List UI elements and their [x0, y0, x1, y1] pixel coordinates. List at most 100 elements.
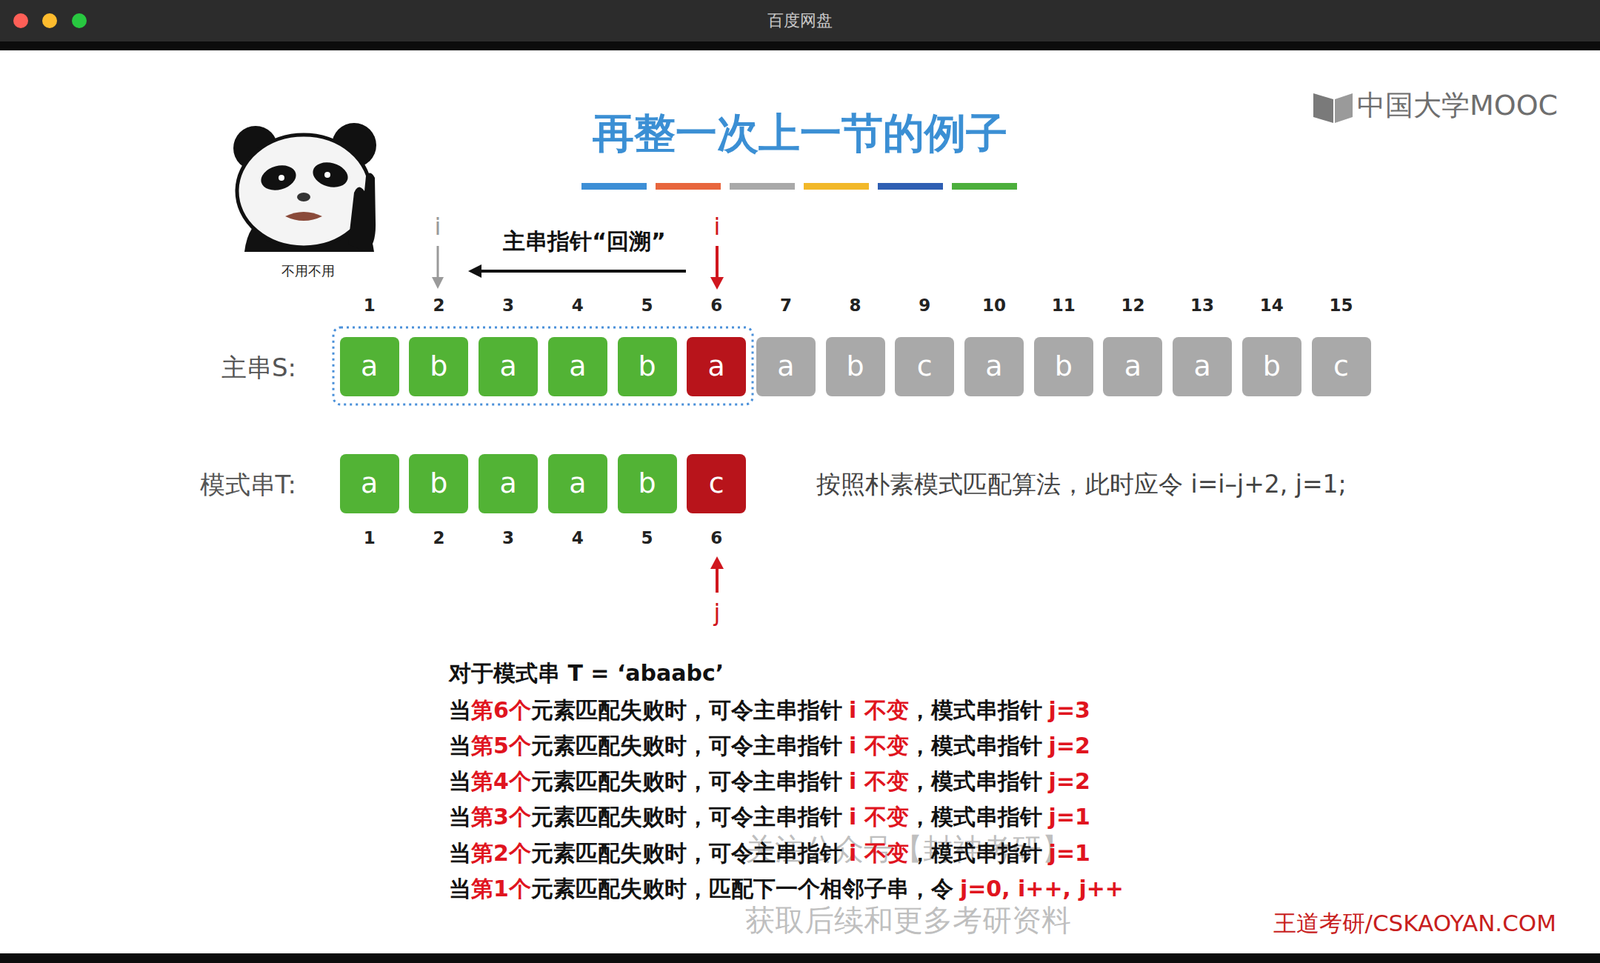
char-text: b	[637, 351, 656, 383]
logo-text: 中国大学MOOC	[1357, 88, 1558, 123]
char-text: a	[499, 351, 517, 383]
rule-text: 当	[448, 803, 472, 830]
rule-text: ，模式串指针	[908, 803, 1043, 830]
rule-text: 第5个	[471, 732, 532, 759]
rule-text: 当	[448, 732, 472, 759]
rule-text: i 不变	[848, 840, 909, 866]
char-text: c	[917, 351, 933, 383]
zoom-button	[71, 13, 87, 29]
pointer-label: i	[714, 212, 721, 241]
rule-text: 当	[448, 697, 472, 723]
char-box: b	[1034, 337, 1094, 397]
char-box: c	[1311, 337, 1372, 397]
rule-heading: 对于模式串 T = ‘abaabc’	[448, 660, 724, 687]
char-box: a	[1102, 337, 1163, 397]
title-underline-bars	[581, 182, 1018, 190]
char-text: a	[985, 351, 1003, 383]
pointer-arrow	[431, 245, 444, 289]
char-text: b	[846, 351, 865, 383]
rule-text: 元素匹配失败时，匹配下一个相邻子串，令	[531, 875, 954, 902]
pointer-label: j	[714, 598, 721, 627]
window-title: 百度网盘	[767, 11, 833, 31]
watermark: 获取后续和更多考研资料	[745, 902, 1072, 938]
rule-text: i 不变	[848, 803, 909, 830]
char-box: a	[478, 337, 538, 397]
char-text: a	[360, 351, 378, 383]
rule-text: 第1个	[471, 875, 532, 902]
char-box: b	[408, 454, 469, 514]
rule-line: 当第1个元素匹配失败时，匹配下一个相邻子串，令j=0, i++, j++	[448, 875, 1124, 903]
char-text: b	[1054, 351, 1073, 383]
char-box: a	[964, 337, 1024, 397]
row-label: 主串S:	[221, 352, 297, 383]
pointer-arrow	[710, 245, 724, 290]
logo-icon	[1313, 93, 1353, 123]
index-number: 4	[571, 528, 584, 549]
row-label: 模式串T:	[200, 469, 298, 500]
index-number: 10	[982, 295, 1006, 317]
note-text: 按照朴素模式匹配算法，此时应令 i=i–j+2, j=1;	[816, 469, 1347, 500]
index-number: 7	[780, 295, 792, 317]
char-box: b	[617, 337, 678, 397]
rule-text: i 不变	[848, 697, 909, 723]
char-box: a	[340, 337, 400, 397]
char-text: a	[1193, 351, 1211, 383]
index-number: 3	[502, 295, 515, 317]
rule-text: 第4个	[471, 768, 532, 795]
index-number: 1	[363, 295, 376, 317]
char-text: a	[568, 351, 586, 383]
minimize-button	[42, 13, 58, 29]
rule-text: j=0, i++, j++	[960, 875, 1124, 902]
rule-text: ，模式串指针	[908, 732, 1043, 759]
rule-text: ，模式串指针	[908, 768, 1043, 795]
rule-text: ，模式串指针	[908, 697, 1043, 723]
index-number: 6	[710, 295, 723, 317]
backtrack-arrow	[468, 264, 686, 278]
rule-line: 当第6个元素匹配失败时，可令主串指针i 不变，模式串指针j=3	[448, 697, 1091, 724]
char-box: a	[686, 337, 746, 397]
char-text: a	[360, 468, 378, 500]
char-box: b	[825, 337, 886, 397]
char-box: a	[1172, 337, 1232, 397]
index-number: 13	[1190, 295, 1215, 317]
rule-text: i 不变	[848, 732, 909, 759]
rule-line: 当第5个元素匹配失败时，可令主串指针i 不变，模式串指针j=2	[448, 732, 1091, 760]
index-number: 8	[849, 295, 862, 317]
rule-text: 元素匹配失败时，可令主串指针	[531, 840, 843, 866]
rule-text: j=2	[1048, 732, 1091, 759]
index-number: 9	[918, 295, 931, 317]
char-text: b	[1262, 351, 1281, 383]
index-number: 6	[710, 528, 723, 549]
char-text: a	[708, 351, 726, 383]
index-number: 3	[502, 528, 515, 549]
pointer-label: i	[434, 212, 442, 241]
char-box: a	[478, 454, 538, 514]
char-box: a	[756, 337, 816, 397]
rule-line: 当第2个元素匹配失败时，可令主串指针i 不变，模式串指针j=1	[448, 840, 1091, 867]
slide-title: 再整一次上一节的例子	[592, 108, 1008, 158]
matched-region	[333, 327, 753, 405]
rule-text: 元素匹配失败时，可令主串指针	[531, 697, 843, 723]
char-text: a	[1124, 351, 1142, 383]
index-number: 2	[432, 528, 445, 549]
rule-text: i 不变	[848, 768, 909, 795]
index-number: 1	[363, 528, 376, 549]
char-text: a	[777, 351, 795, 383]
rule-text: 元素匹配失败时，可令主串指针	[531, 768, 843, 795]
rule-text: j=3	[1048, 697, 1091, 723]
window-border	[0, 41, 1600, 51]
brand-text: 王道考研/CSKAOYAN.COM	[1273, 909, 1558, 938]
index-number: 14	[1260, 295, 1284, 317]
char-box: b	[617, 454, 678, 514]
char-box: a	[340, 454, 400, 514]
index-number: 5	[640, 295, 653, 317]
index-number: 2	[432, 295, 445, 317]
rule-line: 当第3个元素匹配失败时，可令主串指针i 不变，模式串指针j=1	[448, 803, 1091, 831]
char-box: b	[408, 337, 469, 397]
rule-text: 当	[448, 840, 472, 866]
rule-text: 当	[448, 768, 472, 795]
rule-line: 当第4个元素匹配失败时，可令主串指针i 不变，模式串指针j=2	[448, 768, 1091, 795]
arrow-label: 主串指针“回溯”	[502, 228, 666, 255]
char-text: b	[429, 351, 448, 383]
